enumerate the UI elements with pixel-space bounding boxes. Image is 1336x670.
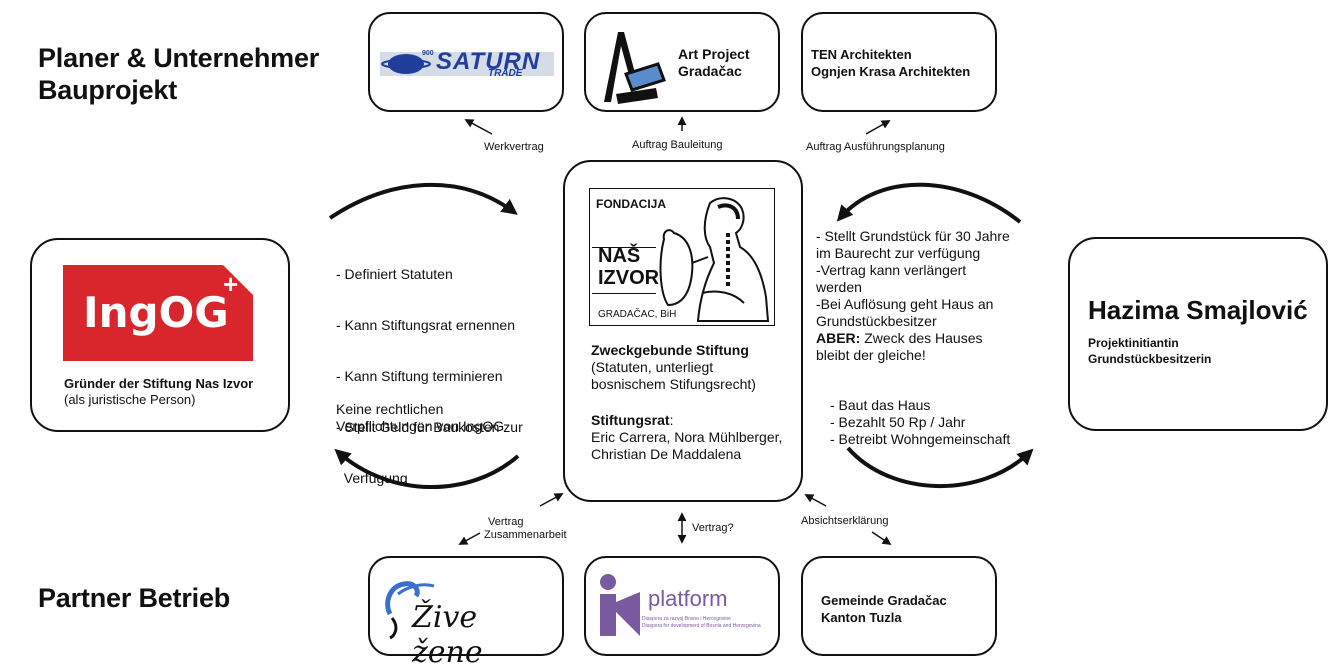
label-auftrag-ausfuehrungsplanung: Auftrag Ausführungsplanung	[806, 141, 945, 153]
arrow-absicht-up	[804, 494, 827, 507]
arrow-zusammenarbeit-up	[539, 493, 564, 507]
curve-arrow-ingog-to-stiftung	[328, 182, 518, 220]
arrow-absicht-down	[871, 531, 892, 545]
hazima-name: Hazima Smajlović	[1088, 295, 1308, 325]
hazima-box: Hazima Smajlović Projektinitiantin Grund…	[1068, 237, 1328, 431]
label-vertrag-zusammenarbeit: Vertrag Zusammenarbeit	[484, 516, 567, 541]
heading-planer: Planer & Unternehmer Bauprojekt	[38, 43, 320, 105]
saturn-trade-box: SATURN TRADE 900	[368, 12, 564, 112]
stiftung-duties-list: - Baut das Haus - Bezahlt 50 Rp / Jahr -…	[830, 397, 1011, 447]
art-project-box: Art Project Gradačac	[584, 12, 780, 112]
curve-arrow-stiftung-to-ingog	[334, 448, 520, 489]
label-absichtserklaerung: Absichtserklärung	[801, 515, 889, 527]
woman-with-jug-illustration	[659, 197, 770, 322]
ingog-logo: IngOG +	[63, 265, 253, 361]
ingog-no-obligations: Keine rechtlichen Verpflichtungen von In…	[336, 401, 505, 434]
stiftungsrat: Stiftungsrat: Eric Carrera, Nora Mühlber…	[591, 412, 783, 462]
ingog-description: Gründer der Stiftung Nas Izvor (als juri…	[64, 376, 254, 407]
platform-logo: platform Diaspora za razvoj Bosne i Herc…	[598, 572, 770, 640]
label-vertrag-fragezeichen: Vertrag?	[692, 522, 734, 534]
saturn-trade-logo	[380, 52, 554, 76]
wave-swirl-icon	[385, 581, 435, 640]
ingog-box: IngOG + Gründer der Stiftung Nas Izvor (…	[30, 238, 290, 432]
art-project-logo	[604, 32, 666, 104]
saturn-word: SATURN	[436, 48, 541, 75]
zive-zene-box: Žive žene	[368, 556, 564, 670]
hazima-roles: Projektinitiantin Grundstückbesitzerin	[1088, 336, 1212, 366]
label-auftrag-bauleitung: Auftrag Bauleitung	[632, 139, 723, 151]
platform-mark-icon	[600, 574, 640, 636]
curve-arrow-hazima-to-stiftung	[836, 182, 1022, 224]
curve-arrow-stiftung-to-hazima	[846, 446, 1034, 489]
gemeinde-box: Gemeinde Gradačac Kanton Tuzla	[801, 556, 997, 656]
platform-box: platform Diaspora za razvoj Bosne i Herc…	[584, 556, 780, 656]
nas-izvor-logo: FONDACIJA NAŠ IZVOR GRADAČAC, BiH	[589, 188, 775, 326]
stiftung-description: Zweckgebunde Stiftung (Statuten, unterli…	[591, 342, 756, 392]
ten-architekten-box: TEN Architekten Ognjen Krasa Architekten	[801, 12, 997, 112]
arrow-zusammenarbeit-down	[458, 532, 481, 545]
hazima-conditions: - Stellt Grundstück für 30 Jahre im Baur…	[816, 228, 1010, 363]
heading-partner: Partner Betrieb	[38, 583, 231, 613]
ten-architekten-label: TEN Architekten Ognjen Krasa Architekten	[811, 47, 971, 79]
art-project-label: Art Project Gradačac	[678, 46, 750, 79]
label-werkvertrag: Werkvertrag	[484, 141, 544, 153]
arrow-ausfuehrung	[865, 120, 891, 135]
trade-word: TRADE	[488, 68, 523, 79]
ingog-duties-list: - Definiert Statuten - Kann Stiftungsrat…	[336, 266, 523, 486]
arrow-werkvertrag	[464, 119, 493, 135]
saturn-number: 900	[422, 50, 434, 57]
gemeinde-label: Gemeinde Gradačac Kanton Tuzla	[821, 593, 947, 625]
stiftung-box: FONDACIJA NAŠ IZVOR GRADAČAC, BiH Zweckg…	[563, 160, 803, 502]
